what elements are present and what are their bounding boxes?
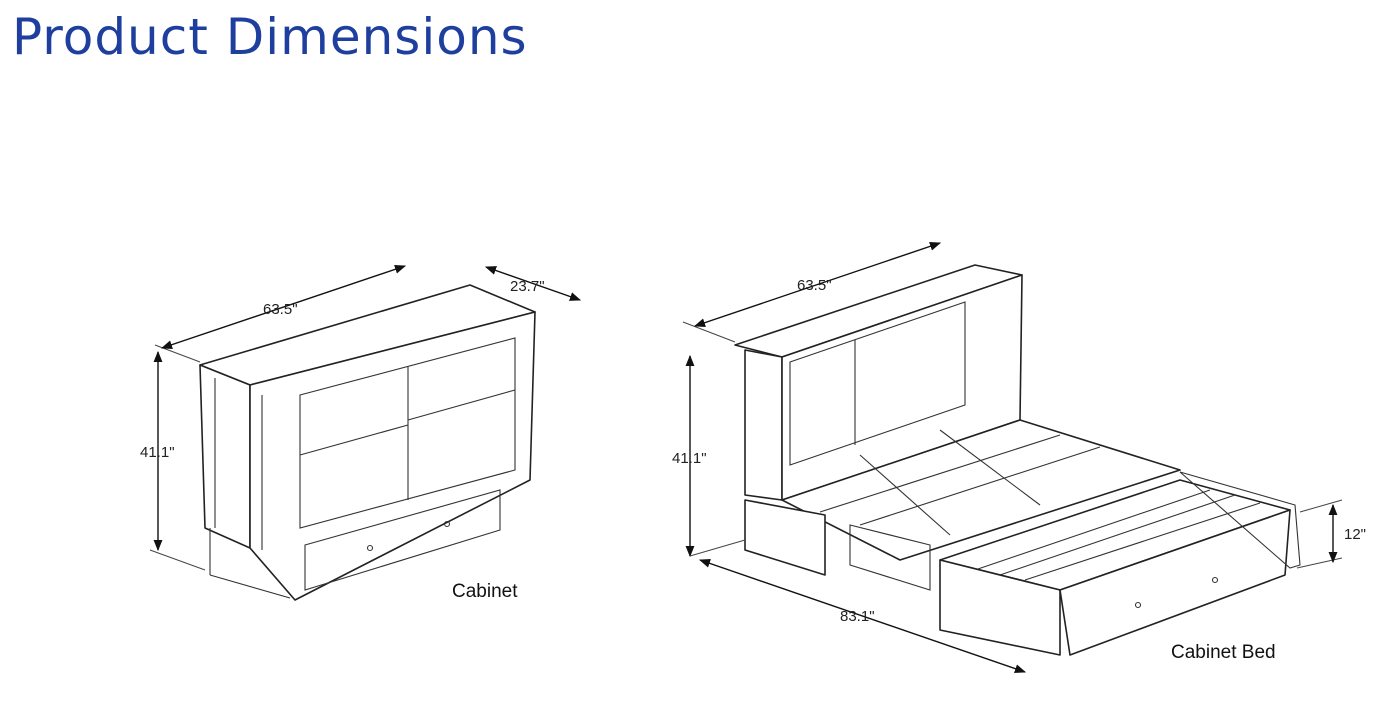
bed-width-label: 63.5" xyxy=(797,277,832,294)
cabinet-bed-illustration xyxy=(734,264,1301,656)
mattress-height-label: 12" xyxy=(1344,526,1366,543)
cabinet-depth-label: 23.7" xyxy=(510,278,545,295)
bed-length-label: 83.1" xyxy=(840,608,875,625)
cabinet-depth-dimension xyxy=(484,266,582,301)
cabinet-width-label: 63.5" xyxy=(263,301,298,318)
page-title: Product Dimensions xyxy=(12,8,528,66)
cabinet-caption: Cabinet xyxy=(452,581,518,602)
cabinet-height-label: 41.1" xyxy=(140,444,175,461)
bed-width-dimension xyxy=(682,241,942,343)
cabinet-height-dimension xyxy=(149,350,206,571)
bed-length-dimension xyxy=(689,539,1027,673)
cabinet-bed-caption: Cabinet Bed xyxy=(1171,642,1276,663)
cabinet-illustration xyxy=(199,284,536,601)
cabinet-width-dimension xyxy=(154,264,407,363)
bed-height-label: 41.1" xyxy=(672,450,707,467)
mattress-height-dimension xyxy=(1296,499,1343,569)
